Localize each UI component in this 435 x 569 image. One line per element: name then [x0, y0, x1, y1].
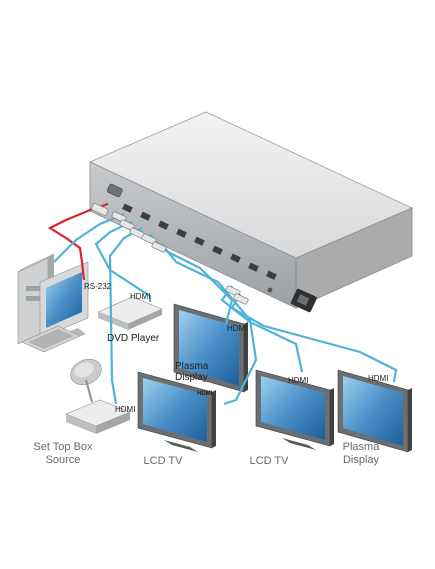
hdmi-lcd1-label: HDMI: [197, 391, 213, 397]
dvd-player: [97, 296, 163, 330]
lcd-tv-1: [137, 371, 216, 452]
rs232-cable: [47, 202, 109, 281]
set-top-box-label-line2: Source: [45, 454, 81, 466]
set-top-box: [65, 399, 131, 434]
hdmi-cables: [53, 212, 398, 406]
dvd-player-label: DVD Player: [107, 333, 160, 344]
lcd-tv-2: [255, 369, 334, 450]
set-top-box-label-line1: Set Top Box: [33, 441, 93, 453]
hdmi-stb-label: HDMI: [115, 405, 136, 414]
plasma2-label-line2: Display: [342, 454, 380, 466]
power-connector: [290, 288, 317, 313]
hdmi-plasma2-label: HDMI: [368, 374, 389, 383]
lcd-tv-2-label: LCD TV: [249, 455, 289, 467]
set-top-box-label: Set Top Box Source: [26, 441, 100, 467]
hdmi-ports: [122, 203, 277, 280]
computer: [17, 253, 89, 353]
hdmi-dvd-label: HDMI: [130, 292, 151, 301]
rs232-port: [106, 183, 123, 198]
lcd-tv-1-label: LCD TV: [143, 455, 183, 467]
satellite-dish: [70, 358, 102, 403]
switcher-unit: [89, 111, 413, 313]
rs232-label: RS-232: [84, 282, 112, 291]
hdmi-plasma1-label: HDMI: [227, 324, 248, 333]
hdmi-lcd2-label: HDMI: [288, 376, 309, 385]
plasma1-label-line2: Display: [175, 372, 208, 383]
plasma-display-1: [173, 303, 248, 393]
plasma1-label-line1: Plasma: [175, 361, 209, 372]
plasma2-label: Plasma Display: [334, 441, 388, 467]
plasma1-label: Plasma Display: [175, 361, 208, 383]
plasma-display-2: [337, 369, 412, 453]
plasma2-label-line1: Plasma: [342, 441, 380, 453]
cable-connectors: [91, 203, 249, 305]
